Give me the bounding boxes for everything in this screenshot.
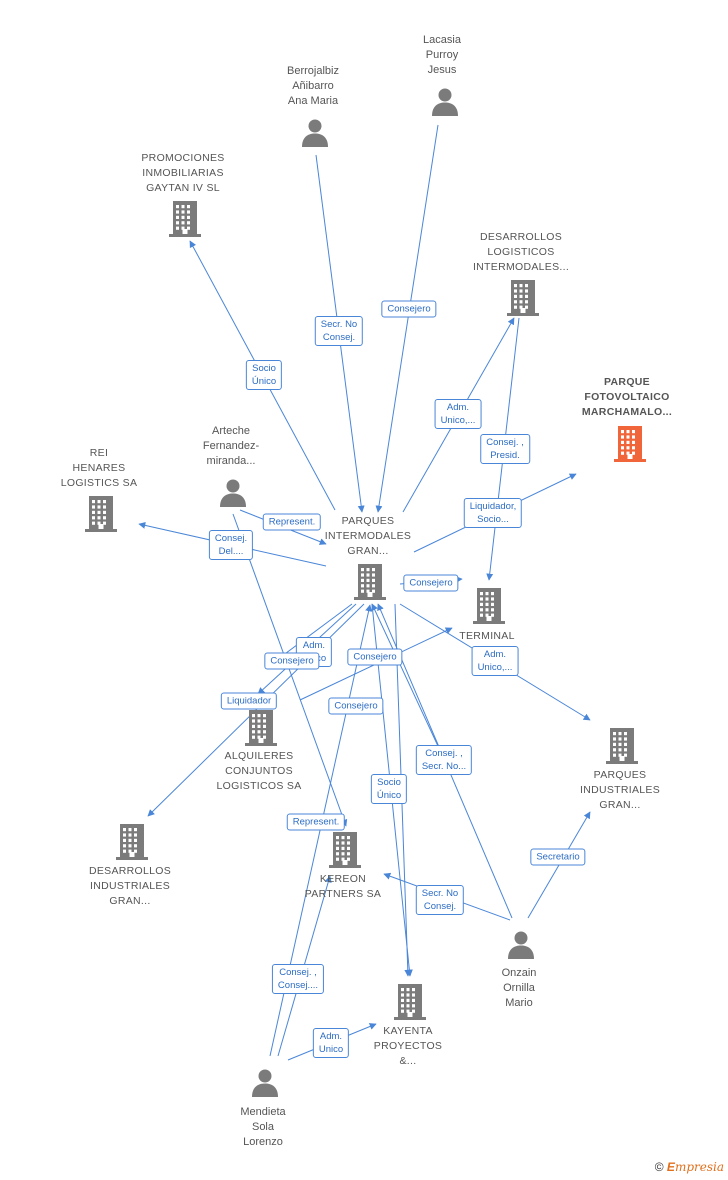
company-building-icon[interactable] xyxy=(354,564,386,605)
relation-label[interactable]: Socio Único xyxy=(245,360,283,390)
company-label-parques-inter[interactable]: PARQUES INTERMODALES GRAN... xyxy=(324,515,412,557)
brand-logo-text: mpresia xyxy=(674,1160,724,1174)
relation-label[interactable]: Adm. Unico xyxy=(312,1028,350,1058)
person-icon[interactable] xyxy=(218,477,248,512)
company-building-icon[interactable] xyxy=(614,426,646,467)
person-label-lacasia[interactable]: Lacasia Purroy Jesus xyxy=(423,34,461,76)
company-building-icon[interactable] xyxy=(394,984,426,1025)
person-label-mendieta[interactable]: Mendieta Sola Lorenzo xyxy=(240,1106,286,1148)
relation-label[interactable]: Secretario xyxy=(530,848,586,866)
relation-label[interactable]: Consejero xyxy=(328,697,384,715)
relation-label[interactable]: Consejero xyxy=(347,648,403,666)
person-icon[interactable] xyxy=(430,86,460,121)
copyright-symbol: © xyxy=(654,1160,664,1174)
brand-logo-initial: E xyxy=(666,1160,675,1174)
person-icon[interactable] xyxy=(250,1067,280,1102)
relation-label[interactable]: Adm. Unico,... xyxy=(471,646,519,676)
company-label-desarrollos-ind[interactable]: DESARROLLOS INDUSTRIALES GRAN... xyxy=(88,865,172,907)
company-label-rei[interactable]: REI HENARES LOGISTICS SA xyxy=(60,447,138,489)
relation-edge xyxy=(371,603,451,773)
person-label-onzain[interactable]: Onzain Ornilla Mario xyxy=(501,967,537,1009)
company-building-icon[interactable] xyxy=(606,728,638,769)
company-label-alquileres[interactable]: ALQUILERES CONJUNTOS LOGISTICOS SA xyxy=(216,750,302,792)
company-label-kayenta[interactable]: KAYENTA PROYECTOS &... xyxy=(373,1025,443,1067)
relation-label[interactable]: Represent. xyxy=(286,813,346,831)
company-label-parques-ind[interactable]: PARQUES INDUSTRIALES GRAN... xyxy=(579,769,661,811)
relation-edge xyxy=(375,124,439,513)
relation-edge xyxy=(232,513,348,827)
relation-label[interactable]: Socio Único xyxy=(370,774,408,804)
company-building-icon[interactable] xyxy=(169,201,201,242)
company-building-icon[interactable] xyxy=(507,280,539,321)
company-label-parque-foto[interactable]: PARQUE FOTOVOLTAICO MARCHAMALO... xyxy=(581,376,673,418)
company-label-kereon[interactable]: KEREON PARTNERS SA xyxy=(304,873,382,900)
relation-label[interactable]: Consejero xyxy=(264,652,320,670)
relation-label[interactable]: Consej. , Presid. xyxy=(480,434,530,464)
relation-label[interactable]: Consejero xyxy=(403,574,459,592)
person-icon[interactable] xyxy=(506,929,536,964)
company-building-icon[interactable] xyxy=(116,824,148,865)
relation-label[interactable]: Consejero xyxy=(381,300,437,318)
relation-label[interactable]: Secr. No Consej. xyxy=(314,316,364,346)
person-label-berrojalbiz[interactable]: Berrojalbiz Añibarro Ana Maria xyxy=(287,65,339,107)
company-label-desarrollos-log[interactable]: DESARROLLOS LOGISTICOS INTERMODALES... xyxy=(472,231,570,273)
person-label-arteche[interactable]: Arteche Fernandez- miranda... xyxy=(202,425,260,467)
relation-label[interactable]: Adm. Unico,... xyxy=(434,399,482,429)
relation-label[interactable]: Liquidador xyxy=(220,692,278,710)
company-building-icon[interactable] xyxy=(85,496,117,537)
relation-label[interactable]: Consej. Del.... xyxy=(208,530,254,560)
relation-label[interactable]: Consej. , Consej.... xyxy=(271,964,325,994)
company-building-icon[interactable] xyxy=(473,588,505,629)
relation-label[interactable]: Represent. xyxy=(262,513,322,531)
relation-label[interactable]: Liquidador, Socio... xyxy=(463,498,523,528)
footer-credit: © Empresia xyxy=(655,1160,724,1174)
company-label-promociones[interactable]: PROMOCIONES INMOBILIARIAS GAYTAN IV SL xyxy=(141,152,225,194)
relation-label[interactable]: Secr. No Consej. xyxy=(415,885,465,915)
company-building-icon[interactable] xyxy=(245,710,277,751)
relation-label[interactable]: Consej. , Secr. No... xyxy=(415,745,473,775)
person-icon[interactable] xyxy=(300,117,330,152)
company-building-icon[interactable] xyxy=(329,832,361,873)
